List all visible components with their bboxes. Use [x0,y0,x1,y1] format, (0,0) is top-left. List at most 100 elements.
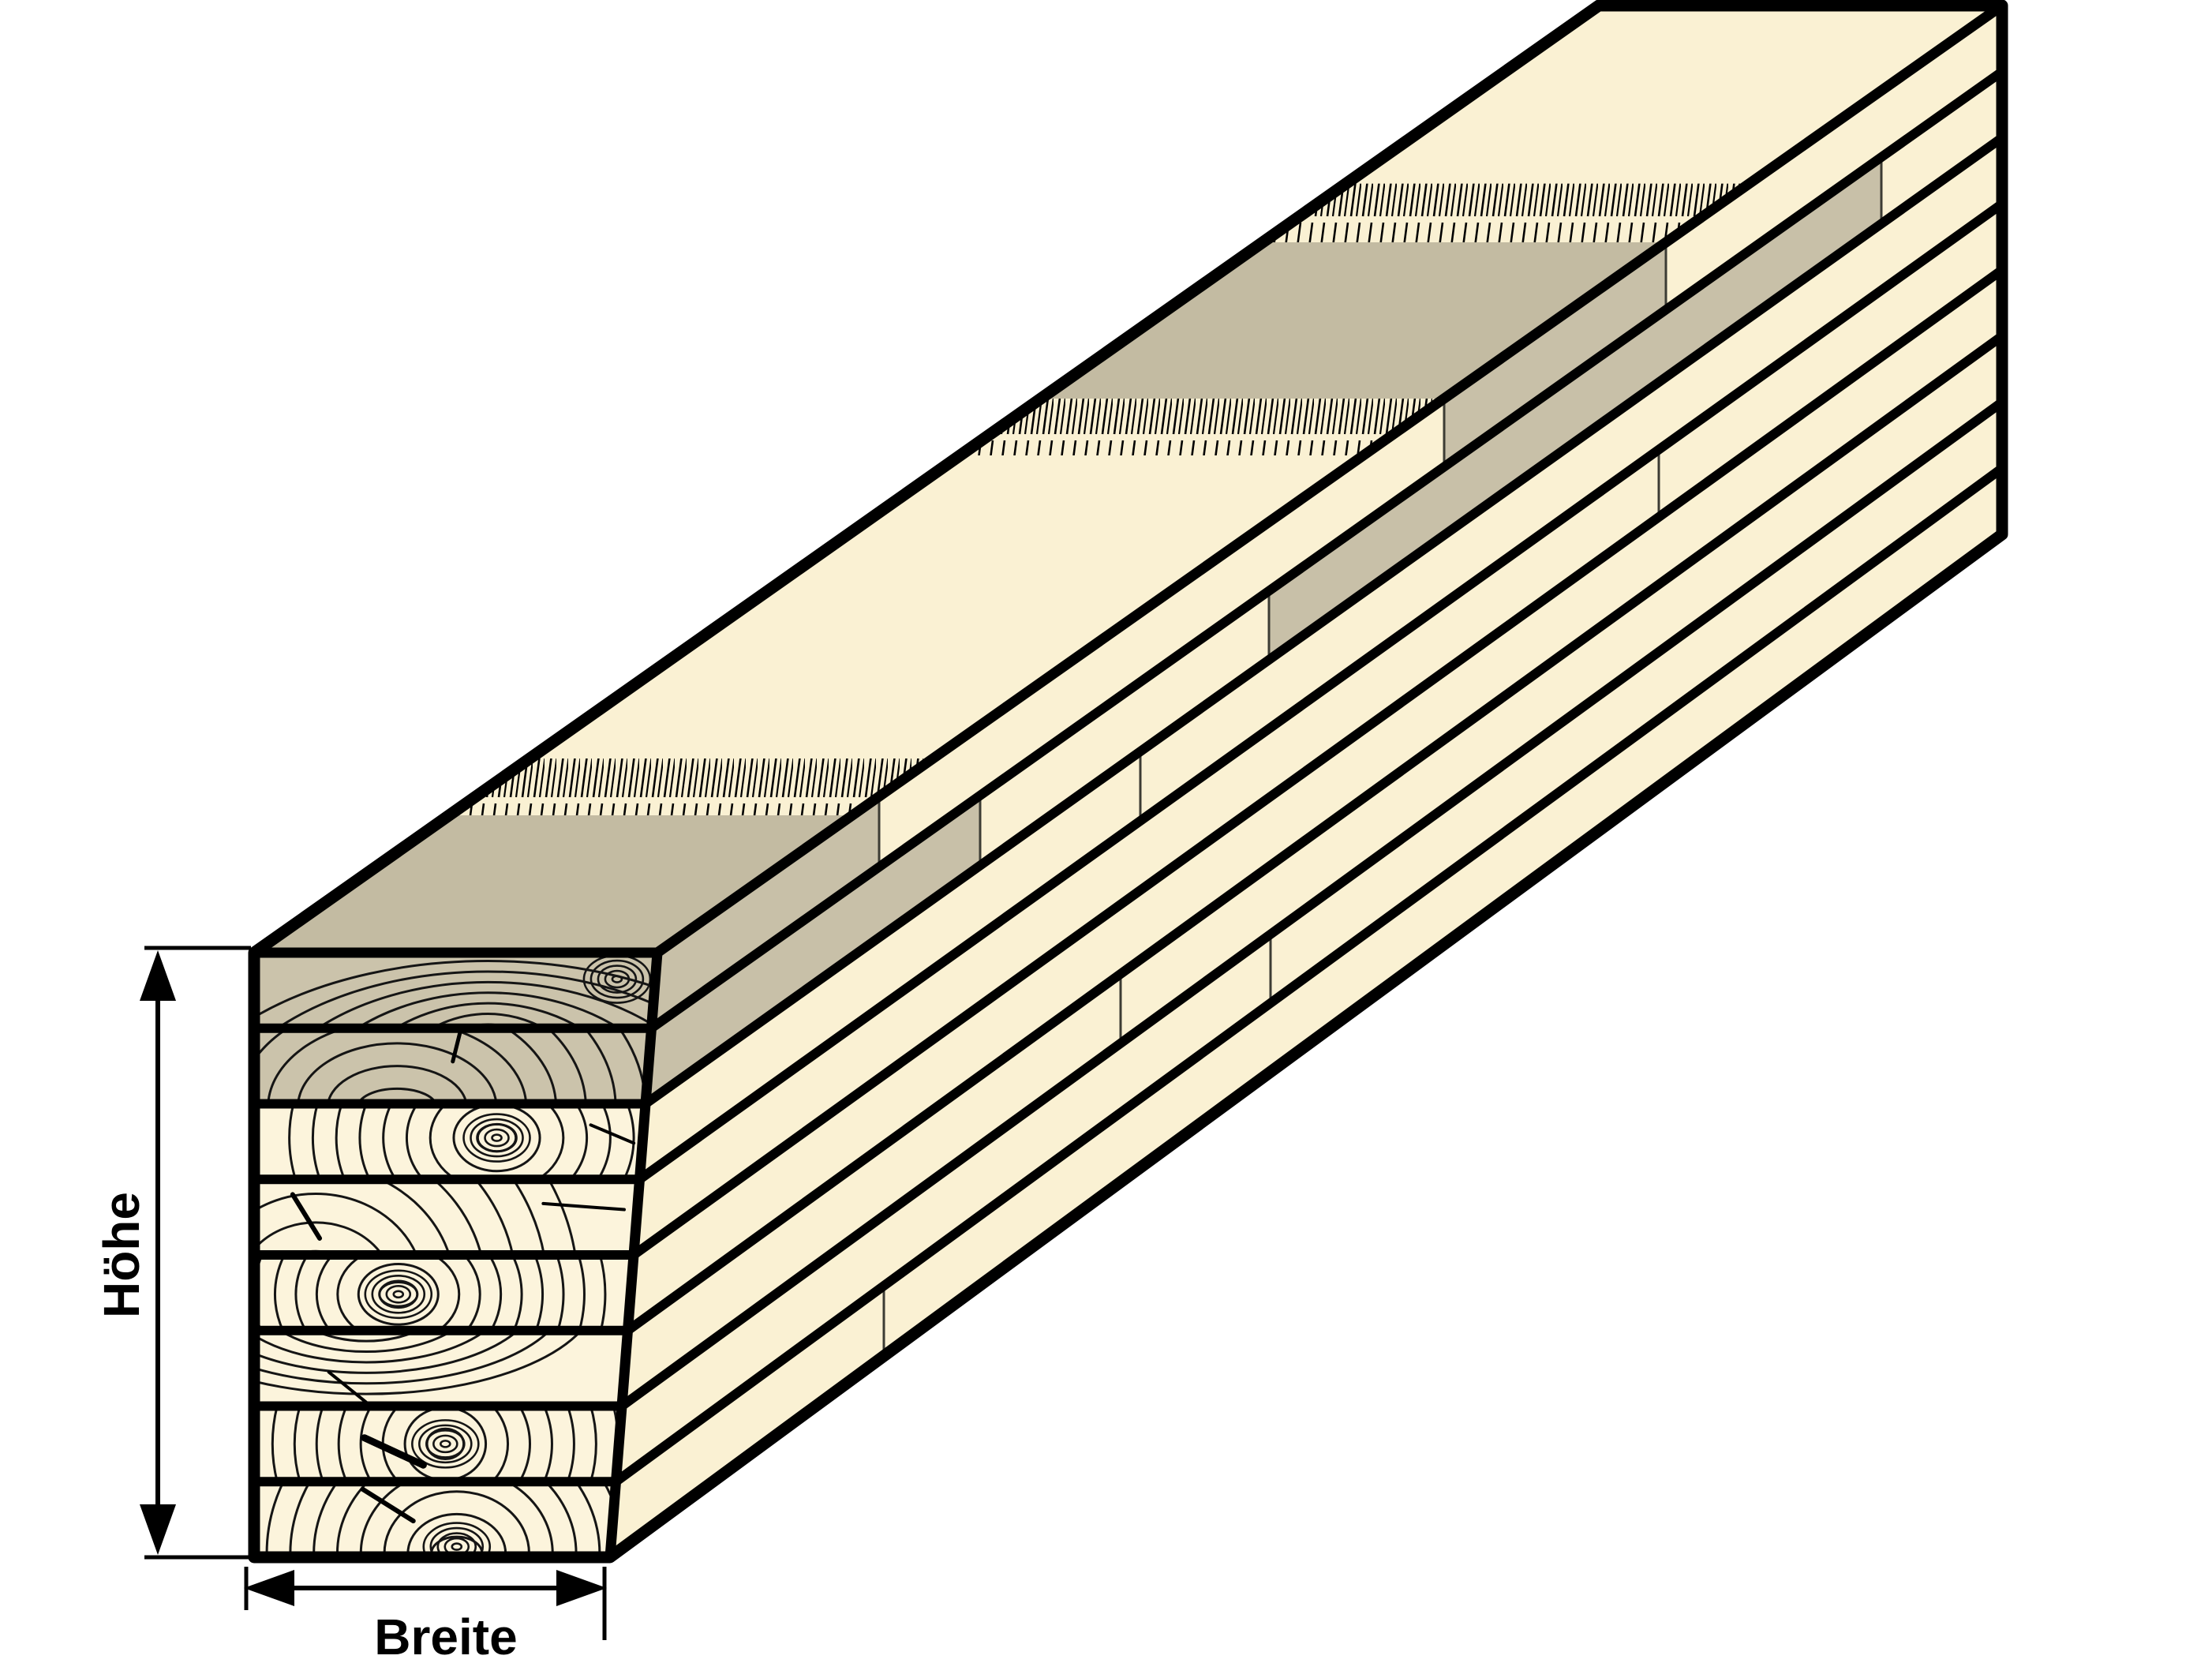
grain-ring [382,1103,612,1180]
grain-ring [254,1255,545,1331]
grain-ring [429,1103,565,1180]
grain-ring [294,1255,503,1331]
knot-rings [422,1522,492,1557]
wood-crack [451,1028,463,1064]
side-lamella-strip [622,335,2002,1406]
knot-rings [611,975,623,983]
end-grain-group [254,1255,607,1331]
wood-crack [361,1434,427,1469]
beam-inner-edge [654,1,2005,957]
arrowhead-left-icon [244,1570,294,1606]
knot-rings [484,1128,510,1148]
side-lamella-separator [619,398,2005,1410]
knot-rings [432,1434,458,1454]
knot-rings [436,1532,477,1557]
grain-ring [273,1255,523,1331]
arrowhead-right-icon [556,1570,607,1606]
knot-rings [392,1290,405,1299]
side-lamella-strip [639,137,2002,1180]
wood-crack [290,1192,323,1241]
end-grain-group [288,1103,646,1180]
grain-ring [283,1330,450,1343]
grain-ring [254,1330,600,1395]
grain-ring [254,1330,570,1385]
knot-rings [604,969,631,989]
finger-joint-hatch-band [449,758,934,815]
grain-ring [254,1255,586,1331]
grain-ring [335,1103,646,1180]
grain-ring [315,1406,575,1482]
grain-ring [254,970,657,1028]
grain-ring [254,1330,480,1354]
wood-crack [541,1201,626,1212]
beam-side-face [610,6,2005,1557]
grain-ring [285,991,657,1028]
knot-rings [371,1274,426,1314]
side-lamella-separator [624,331,2005,1335]
knot-rings [470,1118,524,1158]
side-lamella-separator [612,464,2005,1486]
top-gray-board-segment [1040,242,1666,399]
end-grain-group [254,1028,652,1104]
grain-ring [311,1103,646,1180]
side-lamella-separator [637,200,2005,1184]
wood-crack [327,1370,369,1404]
end-gray-lamella [254,1028,652,1104]
knot-rings [597,964,638,994]
hoehe-label: Höhe [93,1192,150,1318]
side-gray-board-segment [646,795,980,1104]
grain-ring [254,1221,395,1255]
grain-ring [254,1255,607,1331]
side-lamella-separator [642,133,2005,1108]
knot-rings [589,959,645,999]
knot-rings [491,1133,503,1142]
beam-outline [248,0,2008,1564]
beam-inner-edge [604,952,663,1558]
grain-ring [336,1255,461,1331]
knot-rings [425,1429,466,1459]
grain-ring [405,1103,589,1180]
arrowhead-up-icon [140,950,176,1001]
grain-ring [325,1002,651,1028]
knot-rings [429,1526,485,1557]
grain-ring [358,1103,635,1180]
grain-ring [359,1406,532,1482]
side-gray-board-segment [1444,242,1666,467]
side-lamella-strip [627,270,2002,1331]
grain-ring [254,1192,425,1255]
side-lamella-separator [649,67,2005,1032]
knot-rings [462,1113,531,1163]
grain-ring [254,1255,565,1331]
side-gray-board-segment [1269,157,1881,661]
grain-ring [337,1406,553,1482]
breite-label: Breite [374,1609,517,1663]
grain-ring [365,1013,611,1028]
arrowhead-down-icon [140,1504,176,1555]
beam-end-face [254,953,657,1557]
finger-joint-hatch-band [960,399,1444,455]
grain-ring [357,1262,440,1326]
side-lamella-strip [610,468,2002,1557]
side-gray-board-segment [651,796,879,1028]
beam-edges [248,0,2008,1564]
knot-rings [418,1424,473,1464]
grain-ring [356,1087,439,1104]
grain-ring [254,1330,510,1364]
knot-rings [440,1440,451,1448]
wood-crack [360,1486,416,1524]
knot-rings [477,1123,517,1152]
side-lamella-separator [631,266,2005,1259]
knot-rings [451,1542,463,1551]
grain-ring [326,1065,468,1104]
side-lamella-strip [616,402,2002,1482]
grain-ring [254,1330,540,1374]
grain-ring [288,1103,646,1180]
grain-ring [254,980,657,1028]
finger-joint-hatch-band [1263,183,1750,242]
wood-crack [589,1123,636,1145]
knot-rings [411,1419,480,1469]
grain-ring [296,1042,498,1104]
